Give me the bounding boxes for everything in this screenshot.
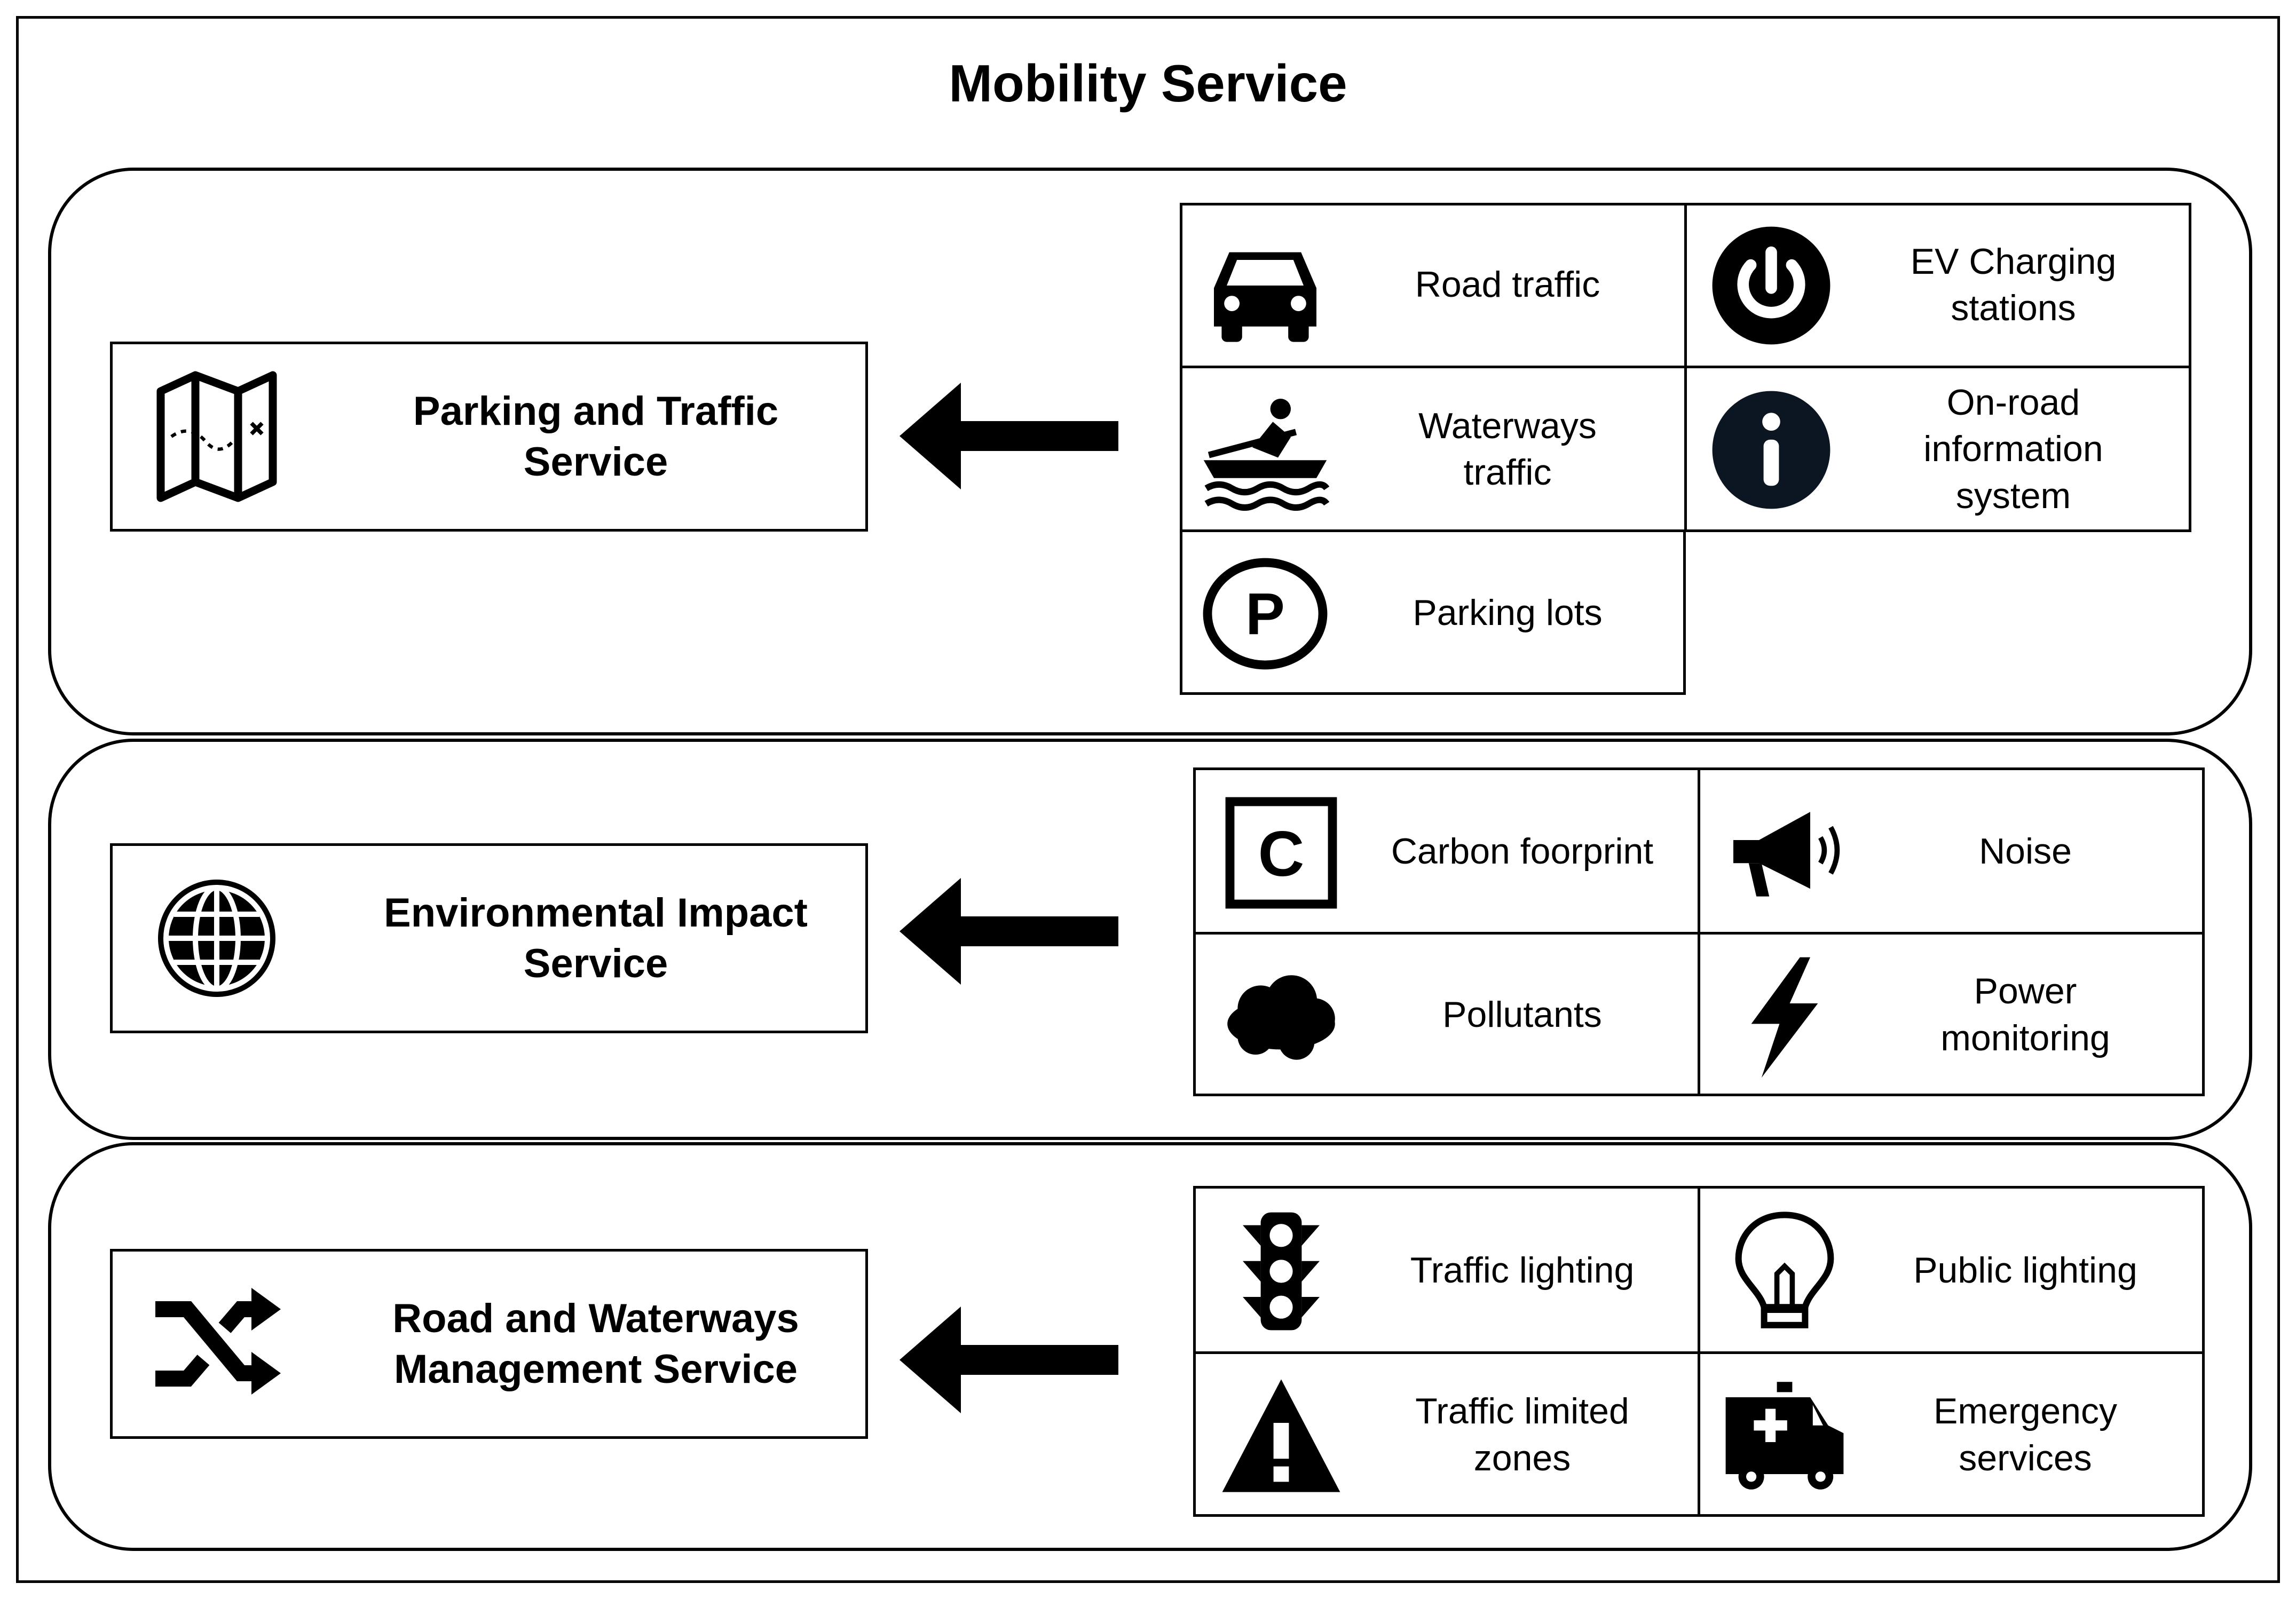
items-grid-environmental-impact: C Carbon foorprint Noise Pollutants Powe…	[1193, 767, 2205, 1096]
service-box-environmental-impact: Environmental Impact Service	[110, 843, 868, 1033]
item-power-monitoring: Power monitoring	[1699, 933, 2202, 1096]
item-label: On-road information system	[1923, 382, 2103, 516]
item-on-road-info: On-road information system	[1686, 367, 2191, 532]
warning-triangle-icon	[1222, 1379, 1340, 1492]
item-emergency-services: Emergency services	[1699, 1353, 2202, 1517]
section-parking-traffic	[48, 168, 2252, 735]
cloud-icon	[1227, 975, 1335, 1060]
service-box-road-waterways: Road and Waterways Management Service	[110, 1249, 868, 1439]
svg-text:P: P	[1245, 581, 1285, 647]
item-road-traffic: Road traffic	[1180, 203, 1686, 367]
diagram-frame	[16, 16, 2280, 1583]
items-grid-parking-traffic: Road traffic EV Charging stations Waterw…	[1180, 203, 2191, 695]
power-button-icon	[1712, 226, 1831, 345]
item-label: Carbon foorprint	[1391, 830, 1654, 872]
left-arrow-icon	[900, 383, 1118, 489]
item-label: Road traffic	[1415, 264, 1600, 305]
items-grid-road-waterways: Traffic lighting Public lighting Traffic…	[1193, 1186, 2205, 1517]
item-label: Emergency services	[1934, 1391, 2117, 1478]
info-icon	[1712, 391, 1831, 509]
shuffle-arrows-icon	[155, 1288, 281, 1395]
service-label: Parking and Traffic Service	[413, 389, 779, 485]
folded-map-icon	[156, 371, 277, 502]
ambulance-icon	[1725, 1382, 1844, 1490]
globe-icon	[158, 880, 275, 997]
carbon-c-icon: C	[1225, 797, 1337, 909]
car-icon	[1214, 252, 1316, 342]
svg-text:C: C	[1258, 818, 1305, 890]
item-label: EV Charging stations	[1910, 241, 2117, 328]
service-box-parking-traffic: Parking and Traffic Service	[110, 342, 868, 532]
item-label: Power monitoring	[1940, 971, 2110, 1058]
item-label: Public lighting	[1913, 1249, 2137, 1291]
rowing-boat-icon	[1203, 399, 1329, 511]
item-traffic-limited-zones: Traffic limited zones	[1196, 1353, 1699, 1517]
item-carbon-footprint: C Carbon foorprint	[1196, 770, 1699, 933]
diagram-title: Mobility Service	[949, 54, 1347, 113]
service-label: Environmental Impact Service	[384, 890, 808, 986]
megaphone-icon	[1733, 812, 1840, 897]
left-arrow-icon	[900, 878, 1118, 985]
item-pollutants: Pollutants	[1196, 933, 1699, 1096]
parking-icon: P	[1203, 558, 1328, 670]
lightning-bolt-icon	[1751, 957, 1818, 1078]
item-parking-lots: P Parking lots	[1180, 531, 1686, 695]
service-label: Road and Waterways Management Service	[392, 1296, 799, 1392]
item-label: Traffic limited zones	[1415, 1391, 1629, 1478]
section-environmental-impact	[48, 739, 2252, 1140]
traffic-light-icon	[1243, 1212, 1320, 1331]
item-label: Noise	[1979, 830, 2072, 872]
item-label: Parking lots	[1413, 592, 1603, 633]
item-public-lighting: Public lighting	[1699, 1189, 2202, 1352]
item-ev-charging: EV Charging stations	[1686, 203, 2191, 367]
item-noise: Noise	[1699, 770, 2202, 933]
light-bulb-icon	[1735, 1212, 1834, 1328]
item-waterways-traffic: Waterways traffic	[1180, 367, 1686, 532]
item-label: Waterways traffic	[1418, 405, 1597, 493]
item-traffic-lighting: Traffic lighting	[1196, 1189, 1699, 1352]
left-arrow-icon	[900, 1307, 1118, 1413]
item-label: Pollutants	[1442, 994, 1602, 1035]
item-label: Traffic lighting	[1410, 1249, 1635, 1291]
section-road-waterways	[48, 1142, 2252, 1551]
